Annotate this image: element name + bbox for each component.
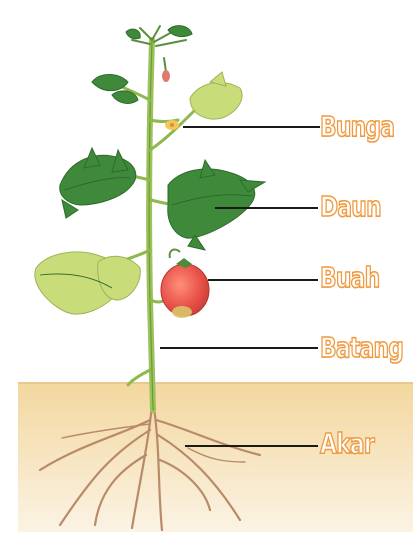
label-akar: Akar (320, 430, 374, 458)
fruit (161, 250, 209, 318)
leaves-dark (60, 26, 265, 250)
label-batang: Batang (320, 334, 403, 362)
label-bunga: Bunga (320, 113, 394, 141)
label-buah: Buah (320, 264, 379, 292)
label-daun: Daun (320, 193, 381, 221)
